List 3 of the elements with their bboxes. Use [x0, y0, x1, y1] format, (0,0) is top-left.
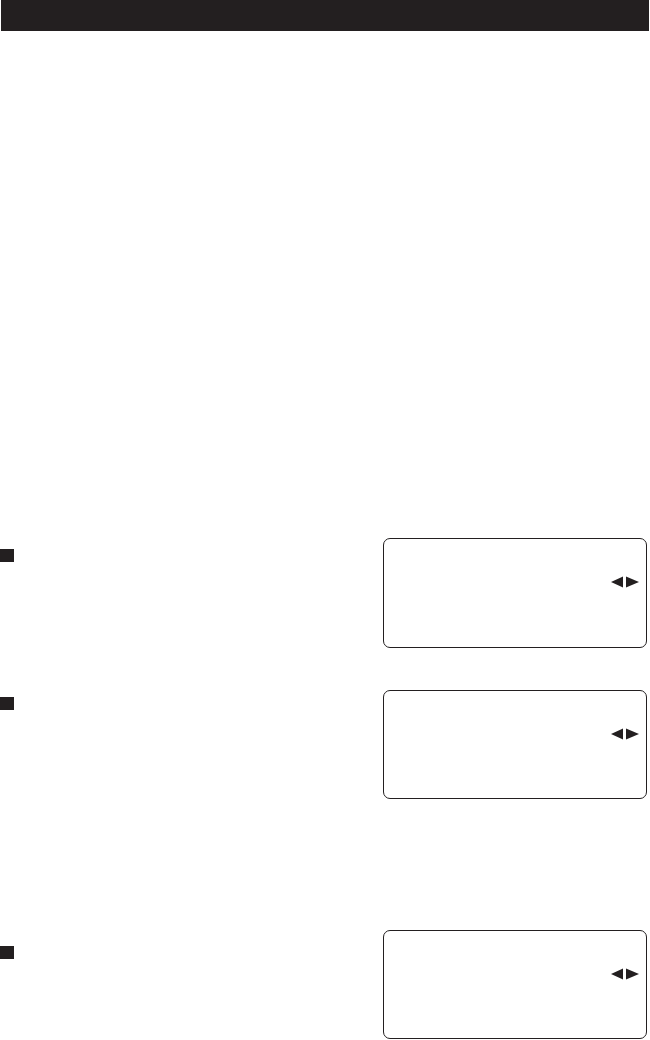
display-screen [383, 930, 647, 1039]
display-screen [383, 538, 647, 648]
display-screen [383, 690, 647, 799]
